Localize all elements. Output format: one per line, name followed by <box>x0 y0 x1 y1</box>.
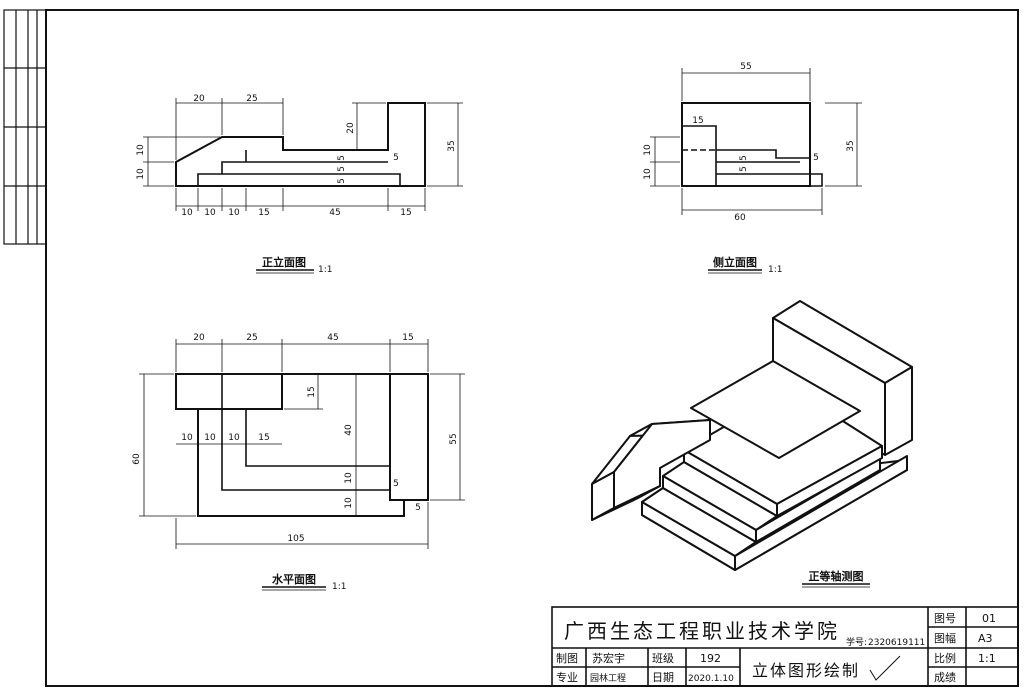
front-dim-top-1: 25 <box>246 94 257 104</box>
front-dim-inner-0: 20 <box>346 122 356 134</box>
school-name: 广西生态工程职业技术学院 <box>564 619 840 643</box>
front-dim-inner-2: 5 <box>337 166 347 172</box>
side-dim-inner-2: 5 <box>813 153 819 163</box>
class-value: 192 <box>700 652 721 665</box>
plan-dim-inner-2: 10 <box>344 472 354 484</box>
drafter-label: 制图 <box>556 652 578 665</box>
major-value: 园林工程 <box>590 672 626 684</box>
scale-label: 比例 <box>934 651 956 665</box>
student-no-label: 学号: <box>846 636 867 648</box>
front-dim-bottom-4: 45 <box>329 208 340 218</box>
side-elevation: 55 15 10 10 5 5 5 35 60 <box>643 62 862 223</box>
drawing-no: 01 <box>982 612 996 625</box>
front-dim-left-1: 10 <box>136 168 146 180</box>
plan-dim-bottom: 105 <box>287 534 304 544</box>
plan-dim-top-3: 15 <box>402 333 413 343</box>
plan-dim-inner-1: 40 <box>344 424 354 436</box>
side-dim-bottom: 60 <box>734 213 746 223</box>
plan-dim-top-0: 20 <box>193 333 205 343</box>
sheet-size-label: 图幅 <box>934 632 956 645</box>
date-value: 2020.1.10 <box>688 674 734 684</box>
plan-dim-row-3: 15 <box>258 433 269 443</box>
sheet-size: A3 <box>978 632 993 645</box>
side-dim-left-0: 10 <box>643 144 653 156</box>
plan-dim-top-1: 25 <box>246 333 257 343</box>
front-dim-bottom-3: 15 <box>258 208 269 218</box>
front-dim-inner-1: 5 <box>337 155 347 161</box>
side-dim-inner-top: 15 <box>692 116 703 126</box>
front-elevation: 20 25 10 10 10 15 45 15 10 10 20 5 5 5 5… <box>136 94 463 218</box>
front-dim-bottom-1: 10 <box>204 208 216 218</box>
drawing-no-label: 图号 <box>934 612 956 625</box>
plan-dim-inner-3: 10 <box>344 497 354 509</box>
side-dim-inner-1: 5 <box>739 166 749 172</box>
front-dim-inner-4: 5 <box>393 153 399 163</box>
plan-dim-inner-0: 15 <box>307 386 317 397</box>
isometric-view <box>591 300 913 571</box>
front-scale: 1:1 <box>318 265 332 275</box>
plan-dim-inner-4: 5 <box>393 479 399 489</box>
drafter-name: 苏宏宇 <box>592 651 625 665</box>
major-label: 专业 <box>556 670 578 684</box>
class-label: 班级 <box>652 652 674 665</box>
plan-top-block <box>175 373 283 410</box>
side-caption: 侧立面图 <box>713 255 757 269</box>
front-dim-bottom-5: 15 <box>400 208 411 218</box>
plan-dim-row-0: 10 <box>181 433 193 443</box>
plan-view: 20 25 45 15 10 10 10 15 15 40 10 10 5 5 … <box>132 333 465 549</box>
front-caption: 正立面图 <box>262 255 306 269</box>
side-outline <box>681 102 811 187</box>
grade-label: 成绩 <box>934 671 956 684</box>
plan-dim-row-1: 10 <box>204 433 216 443</box>
plan-caption: 水平面图 <box>272 572 316 586</box>
iso-caption: 正等轴测图 <box>809 569 864 583</box>
plan-dim-left: 60 <box>132 453 142 465</box>
sheet-border <box>45 9 1019 687</box>
check-mark <box>869 655 901 681</box>
front-dim-top-0: 20 <box>193 94 205 104</box>
plan-dim-top-2: 45 <box>327 333 338 343</box>
plan-back-block <box>389 373 429 501</box>
plan-dim-inner-5: 5 <box>415 503 421 513</box>
binding-strip <box>3 9 47 245</box>
front-dim-bottom-2: 10 <box>228 208 240 218</box>
student-no: 2320619111 <box>868 638 925 648</box>
side-dim-top: 55 <box>740 62 751 72</box>
plan-scale: 1:1 <box>332 582 346 592</box>
front-dim-right: 35 <box>447 140 457 151</box>
plan-dim-right: 55 <box>449 433 459 444</box>
side-dim-right: 35 <box>846 140 856 151</box>
side-dim-left-1: 10 <box>643 168 653 180</box>
front-dim-left-0: 10 <box>136 144 146 156</box>
front-outline <box>175 102 426 187</box>
side-scale: 1:1 <box>768 265 782 275</box>
scale-value: 1:1 <box>978 652 996 665</box>
title-block <box>551 606 1019 687</box>
plan-dim-row-2: 10 <box>228 433 240 443</box>
date-label: 日期 <box>652 671 674 684</box>
front-dim-inner-3: 5 <box>337 178 347 184</box>
front-dim-bottom-0: 10 <box>181 208 193 218</box>
side-dim-inner-0: 5 <box>739 155 749 161</box>
drawing-title: 立体图形绘制 <box>752 661 860 680</box>
